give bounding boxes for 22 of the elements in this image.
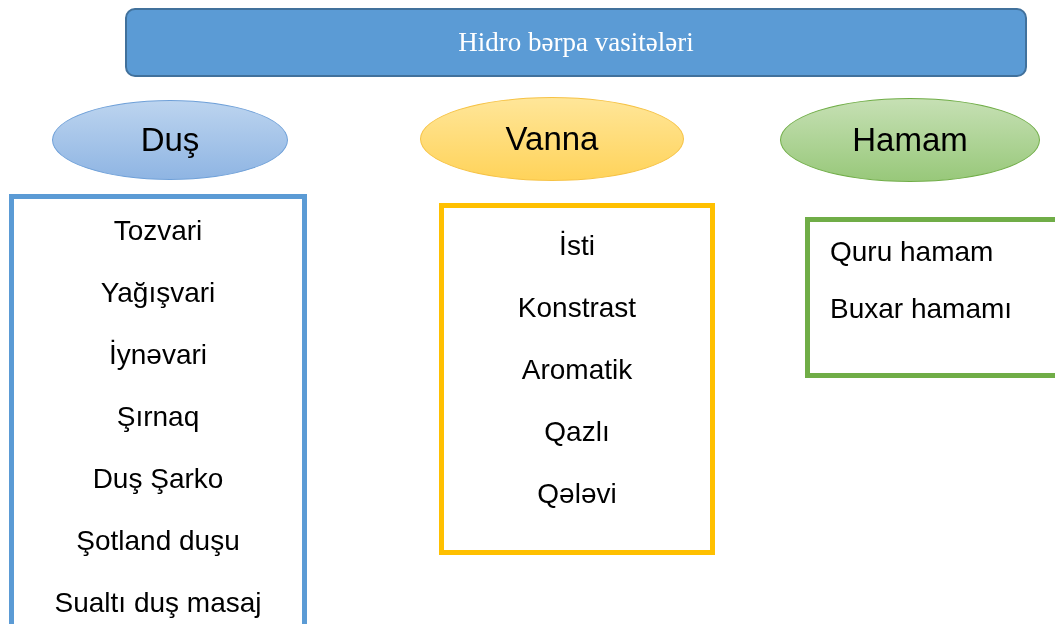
list-item: Duş Şarko bbox=[92, 463, 224, 495]
list-box bbox=[805, 217, 1055, 378]
category-title: Duş bbox=[140, 121, 200, 159]
list-item: Tozvari bbox=[113, 215, 203, 247]
list-item: Qazlı bbox=[544, 416, 610, 448]
header-box bbox=[125, 8, 1027, 77]
list-item: Şırnaq bbox=[116, 401, 200, 433]
category-title: Vanna bbox=[505, 120, 599, 158]
list-item: Buxar hamamı bbox=[830, 293, 1013, 325]
category-title: Hamam bbox=[852, 121, 968, 159]
list-item: İynəvari bbox=[109, 339, 207, 371]
header-title: Hidro bərpa vasitələri bbox=[458, 27, 694, 58]
list-item: Yağışvari bbox=[100, 277, 216, 309]
list-item: Şotland duşu bbox=[76, 525, 240, 557]
list-item: Quru hamam bbox=[830, 236, 994, 268]
list-item: Aromatik bbox=[521, 354, 633, 386]
list-item: İsti bbox=[559, 230, 595, 262]
list-item: Sualtı duş masaj bbox=[54, 587, 262, 619]
list-box bbox=[9, 194, 307, 624]
list-box bbox=[439, 203, 715, 555]
list-item: Qələvi bbox=[537, 478, 617, 510]
list-item: Konstrast bbox=[517, 292, 637, 324]
